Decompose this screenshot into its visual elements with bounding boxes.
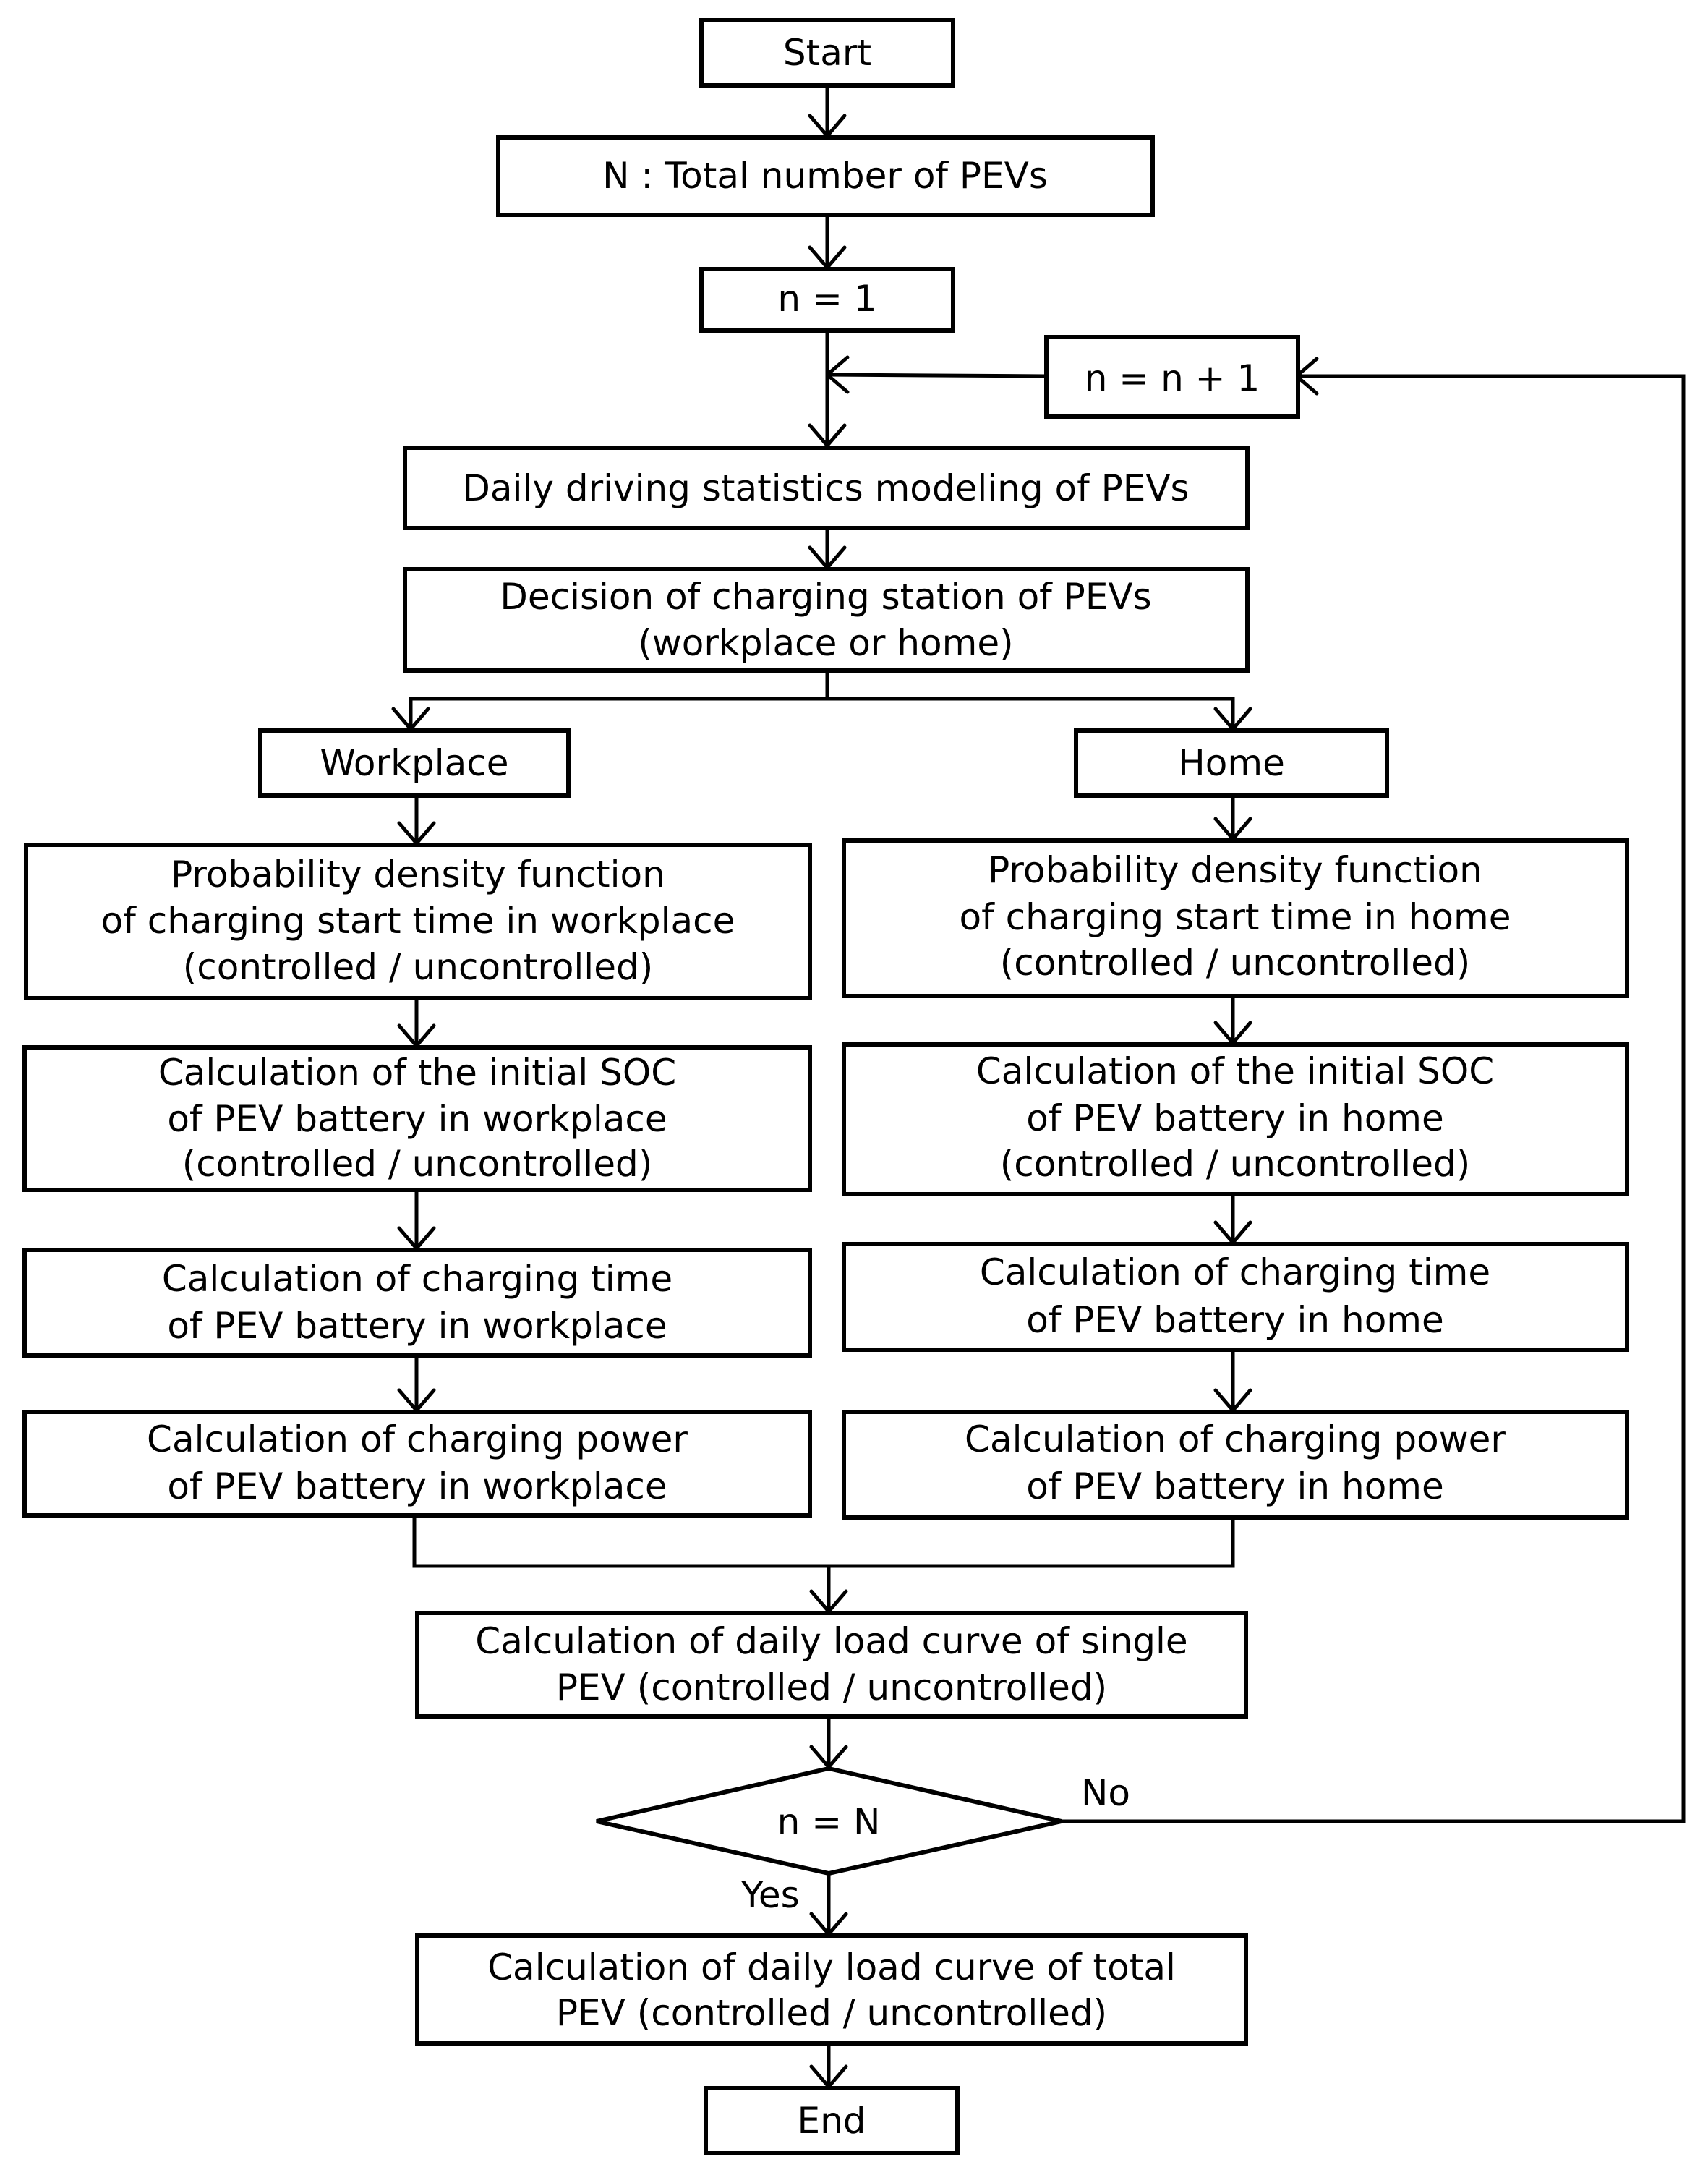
workplace-label: Workplace xyxy=(320,742,508,784)
merge-lines xyxy=(412,1515,1235,1568)
home-pdf-line-1: Probability density function xyxy=(988,849,1482,891)
end-node: End xyxy=(704,2086,960,2155)
home-charging-time-node: Calculation of charging time of PEV batt… xyxy=(842,1242,1629,1352)
single-pev-load-curve-line-2: PEV (controlled / uncontrolled) xyxy=(556,1667,1107,1708)
arrow-increment-to-main xyxy=(827,373,1047,378)
no-label: No xyxy=(1081,1772,1130,1814)
end-label: End xyxy=(797,2100,866,2142)
workplace-pdf-node: Probability density function of charging… xyxy=(24,843,812,1000)
decision-station-node: Decision of charging station of PEVs (wo… xyxy=(403,567,1250,673)
workplace-pdf-line-1: Probability density function xyxy=(171,854,665,895)
home-pdf-line-3: (controlled / uncontrolled) xyxy=(1000,942,1470,984)
workplace-soc-node: Calculation of the initial SOC of PEV ba… xyxy=(22,1045,812,1192)
home-charging-power-line-2: of PEV battery in home xyxy=(1026,1465,1444,1507)
n-equals-N-label: n = N xyxy=(777,1801,881,1843)
init-counter-node: n = 1 xyxy=(699,267,955,333)
workplace-charging-time-node: Calculation of charging time of PEV batt… xyxy=(22,1248,812,1358)
total-pev-load-curve-node: Calculation of daily load curve of total… xyxy=(415,1933,1248,2046)
n-equals-N-decision: n = N xyxy=(596,1766,1062,1876)
workplace-charging-power-line-2: of PEV battery in workplace xyxy=(167,1465,667,1507)
increment-label: n = n + 1 xyxy=(1085,357,1260,399)
single-pev-load-curve-line-1: Calculation of daily load curve of singl… xyxy=(475,1620,1187,1662)
start-label: Start xyxy=(783,32,871,74)
home-label: Home xyxy=(1178,742,1285,784)
init-counter-label: n = 1 xyxy=(777,278,876,320)
total-pevs-node: N : Total number of PEVs xyxy=(496,135,1155,217)
workplace-charging-power-node: Calculation of charging power of PEV bat… xyxy=(22,1410,812,1518)
start-node: Start xyxy=(699,18,955,88)
home-charging-time-line-2: of PEV battery in home xyxy=(1026,1299,1444,1341)
driving-statistics-node: Daily driving statistics modeling of PEV… xyxy=(403,446,1250,530)
home-charging-power-node: Calculation of charging power of PEV bat… xyxy=(842,1410,1629,1520)
home-charging-power-line-1: Calculation of charging power xyxy=(965,1418,1506,1460)
home-soc-line-3: (controlled / uncontrolled) xyxy=(1000,1143,1470,1185)
workplace-pdf-line-2: of charging start time in workplace xyxy=(101,900,735,942)
home-soc-line-2: of PEV battery in home xyxy=(1026,1097,1444,1139)
workplace-soc-line-3: (controlled / uncontrolled) xyxy=(182,1143,652,1185)
workplace-soc-line-1: Calculation of the initial SOC xyxy=(158,1052,676,1094)
loop-no-line xyxy=(1062,374,1686,1823)
home-pdf-line-2: of charging start time in home xyxy=(960,896,1511,938)
increment-node: n = n + 1 xyxy=(1044,335,1300,419)
workplace-soc-line-2: of PEV battery in workplace xyxy=(167,1098,667,1140)
home-soc-node: Calculation of the initial SOC of PEV ba… xyxy=(842,1042,1629,1196)
workplace-charging-power-line-1: Calculation of charging power xyxy=(147,1418,688,1460)
home-soc-line-1: Calculation of the initial SOC xyxy=(976,1050,1494,1092)
total-pevs-label: N : Total number of PEVs xyxy=(602,155,1048,197)
driving-statistics-label: Daily driving statistics modeling of PEV… xyxy=(462,467,1189,509)
single-pev-load-curve-node: Calculation of daily load curve of singl… xyxy=(415,1611,1248,1719)
home-node: Home xyxy=(1074,728,1389,798)
workplace-charging-time-line-2: of PEV battery in workplace xyxy=(167,1305,667,1347)
workplace-node: Workplace xyxy=(258,728,571,798)
total-pev-load-curve-line-1: Calculation of daily load curve of total xyxy=(487,1946,1176,1988)
decision-station-line-2: (workplace or home) xyxy=(638,622,1013,664)
total-pev-load-curve-line-2: PEV (controlled / uncontrolled) xyxy=(556,1992,1107,2034)
home-charging-time-line-1: Calculation of charging time xyxy=(980,1251,1490,1293)
home-pdf-node: Probability density function of charging… xyxy=(842,838,1629,998)
workplace-charging-time-line-1: Calculation of charging time xyxy=(162,1258,672,1300)
branch-split xyxy=(409,671,829,729)
yes-label: Yes xyxy=(740,1874,800,1916)
decision-station-line-1: Decision of charging station of PEVs xyxy=(500,576,1151,618)
workplace-pdf-line-3: (controlled / uncontrolled) xyxy=(183,946,653,988)
